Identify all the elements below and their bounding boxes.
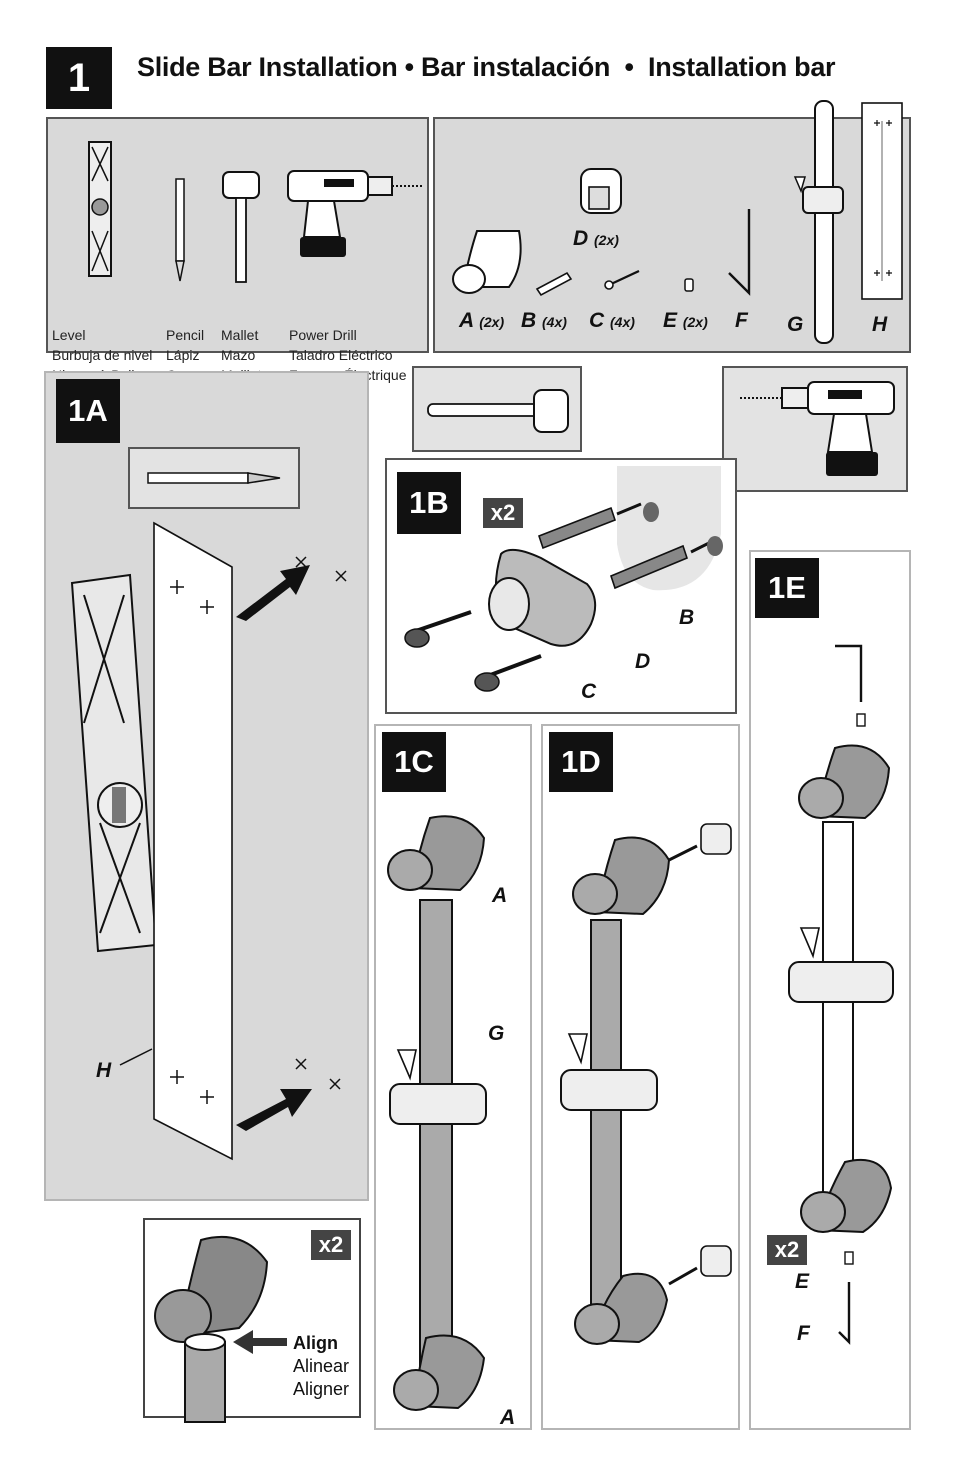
step-1e-panel: 1E x2 E F [749, 550, 911, 1430]
step-1-badge: 1 [46, 47, 112, 109]
part-g-slide-bar-icon [793, 100, 844, 344]
align-text: Align Alinear Aligner [293, 1333, 350, 1399]
step-1c-badge: 1C [382, 732, 446, 792]
part-d-mount-icon [580, 168, 622, 214]
part-label-c: C (4x) [589, 309, 635, 332]
wall-shadow [617, 466, 721, 591]
part-label-b: B (4x) [521, 309, 567, 332]
mallet-icon [222, 171, 260, 283]
step-1d-badge: 1D [549, 732, 613, 792]
drill-marks-bottom [236, 1058, 341, 1131]
part-label-a: A (2x) [459, 309, 505, 332]
label-f: F [797, 1322, 810, 1345]
step-1a-badge: 1A [56, 379, 120, 443]
drill-marks-top [236, 556, 347, 621]
part-h-template-icon [861, 102, 903, 300]
part-label-e: E (2x) [663, 309, 708, 332]
label-leader-h [119, 1048, 153, 1066]
pencil-icon [175, 178, 185, 282]
parts-panel: A (2x) B (4x) C (4x) D (2x) E (2x) F G H [433, 100, 911, 353]
label-g: G [488, 1022, 505, 1045]
step-1a-panel: 1A H [44, 371, 369, 1201]
part-label-f: F [735, 309, 748, 332]
slide-bar-assembly-drawing [387, 815, 487, 1411]
label-d: D [635, 650, 651, 673]
part-c-screw-icon [604, 270, 640, 290]
step-1b-x2-badge: x2 [483, 498, 523, 528]
label-e: E [795, 1270, 810, 1293]
page-title: Slide Bar Installation • Bar instalación… [137, 52, 836, 82]
level-icon [88, 141, 112, 277]
align-callout: x2 Align Alinear Aligner [143, 1218, 361, 1423]
bracket-cone-drawing [154, 1235, 269, 1343]
mallet-icon [427, 389, 569, 433]
pencil-icon [147, 472, 281, 484]
power-drill-icon [740, 381, 895, 476]
align-x2-badge: x2 [311, 1230, 351, 1260]
step-1b-badge: 1B [397, 472, 461, 534]
label-a-bottom: A [500, 1406, 516, 1429]
part-e-set-screw-icon [684, 278, 694, 292]
mallet-callout [412, 366, 582, 452]
part-f-allen-key-icon [728, 209, 751, 296]
bar-end-drawing [184, 1333, 226, 1423]
label-h: H [96, 1059, 112, 1082]
step-1c-panel: 1C A G A [374, 724, 532, 1430]
part-label-g: G [787, 313, 804, 336]
template-h-drawing [153, 521, 233, 1161]
part-label-h: H [872, 313, 888, 336]
align-arrow-icon [233, 1330, 287, 1354]
final-assembly-drawing [788, 644, 894, 1345]
label-a-top: A [492, 884, 508, 907]
step-1e-x2-badge: x2 [767, 1235, 807, 1265]
mount-assembly-drawing [404, 502, 723, 692]
slide-bar-mount-drawing [560, 823, 732, 1345]
part-a-bracket-icon [452, 230, 522, 294]
step-1b-panel: 1B x2 B D C [385, 458, 737, 714]
drill-callout [722, 366, 908, 492]
step-1e-badge: 1E [755, 558, 819, 618]
label-b: B [679, 606, 695, 629]
power-drill-icon [287, 170, 422, 257]
pencil-callout [128, 447, 300, 509]
part-label-d: D (2x) [573, 227, 619, 250]
step-1d-panel: 1D [541, 724, 740, 1430]
level-drawing [70, 573, 158, 953]
label-c: C [581, 680, 597, 703]
part-b-anchor-icon [535, 271, 573, 297]
